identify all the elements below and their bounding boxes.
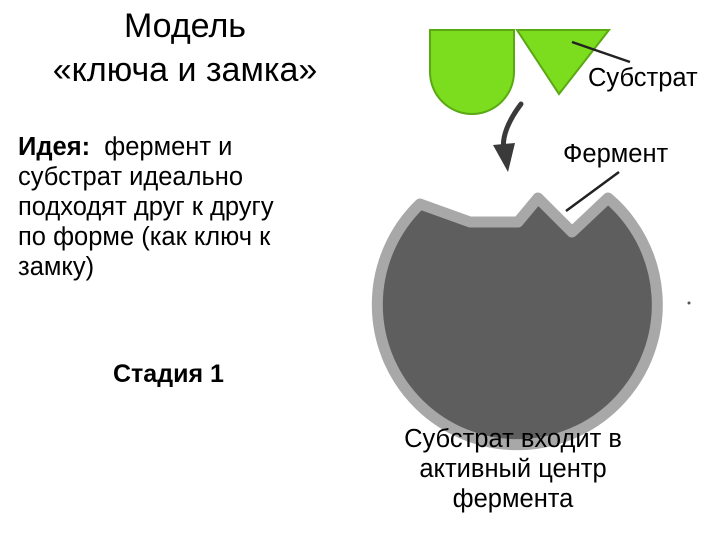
substrate-pointer-line [571, 40, 631, 64]
caption-line-2: активный центр [419, 455, 607, 483]
title-line-1: Модель [123, 7, 247, 45]
caption-line-1: Субстрат входит в [404, 425, 622, 453]
stray-dot [687, 301, 691, 305]
idea-text: Идея: фермент и субстрат идеально подход… [18, 132, 363, 282]
slide-title: Модель «ключа и замка» [0, 4, 370, 92]
substrate-shape [429, 29, 612, 115]
enzyme-pointer-line [565, 170, 620, 213]
idea-line-1: Идея: фермент и [18, 132, 363, 162]
idea-line-3: подходят друг к другу [18, 193, 274, 221]
idea-line-5: замку) [18, 253, 95, 281]
curved-arrow-icon [493, 101, 524, 172]
idea-line-4: по форме (как ключ к [18, 223, 271, 251]
enzyme-shape [371, 192, 663, 451]
enzyme-label: Фермент [563, 140, 669, 168]
idea-line-1-rest: фермент и [104, 133, 233, 161]
idea-line-2: субстрат идеально [18, 163, 244, 191]
caption-line-3: фермента [452, 485, 574, 513]
substrate-half-circle [429, 29, 515, 115]
stage-label: Стадия 1 [113, 360, 224, 388]
idea-label: Идея: [18, 133, 91, 161]
substrate-label: Субстрат [588, 64, 698, 92]
diagram-caption: Субстрат входит в активный центр фермент… [368, 424, 658, 514]
title-line-2: «ключа и замка» [52, 51, 318, 89]
